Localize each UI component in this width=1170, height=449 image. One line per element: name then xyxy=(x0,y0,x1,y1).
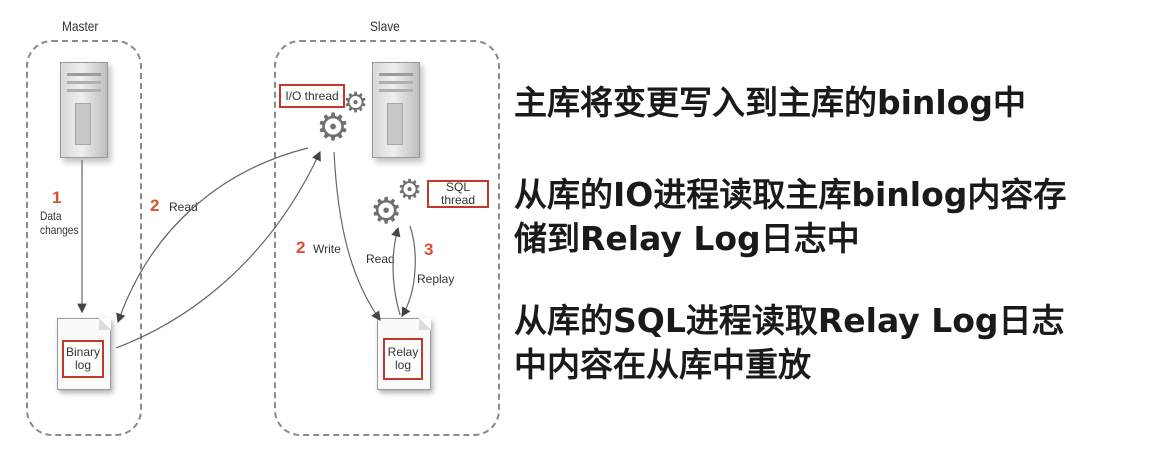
description-2-line-2: 储到Relay Log日志中 xyxy=(514,219,860,258)
master-title: Master xyxy=(62,18,99,34)
master-server-icon xyxy=(60,62,108,158)
relay-log-label: Relay log xyxy=(383,338,423,380)
io-thread-gear-small-icon: ⚙ xyxy=(343,86,369,119)
description-1-line-1: 主库将变更写入到主库的binlog中 xyxy=(514,83,1027,122)
description-3-line-1: 从库的SQL进程读取Relay Log日志 xyxy=(514,301,1065,340)
io-thread-gear-icon: ⚙ xyxy=(316,105,351,149)
sql-thread-gear-small-icon: ⚙ xyxy=(397,173,423,206)
replication-diagram: Master 1 Data changes Binary log Slave I… xyxy=(0,0,500,449)
description-3-line-2: 中内容在从库中重放 xyxy=(514,345,811,384)
slave-title: Slave xyxy=(370,18,400,34)
step1-label: Data changes xyxy=(40,209,79,237)
binary-log-label: Binary log xyxy=(62,340,104,378)
step1-number: 1 xyxy=(52,188,62,207)
sql-thread-label: SQL thread xyxy=(427,180,489,208)
io-thread-label: I/O thread xyxy=(279,84,345,108)
description-2-line-1: 从库的IO进程读取主库binlog内容存 xyxy=(514,175,1067,214)
replay-read-label: Read xyxy=(366,252,395,266)
read-step-label: Read xyxy=(169,200,198,214)
read-step-number: 2 xyxy=(150,196,160,215)
write-step-number: 2 xyxy=(296,238,306,257)
write-step-label: Write xyxy=(313,242,341,256)
replay-step-label: Replay xyxy=(417,272,455,286)
slave-server-icon xyxy=(372,62,420,158)
replay-step-number: 3 xyxy=(424,240,434,259)
